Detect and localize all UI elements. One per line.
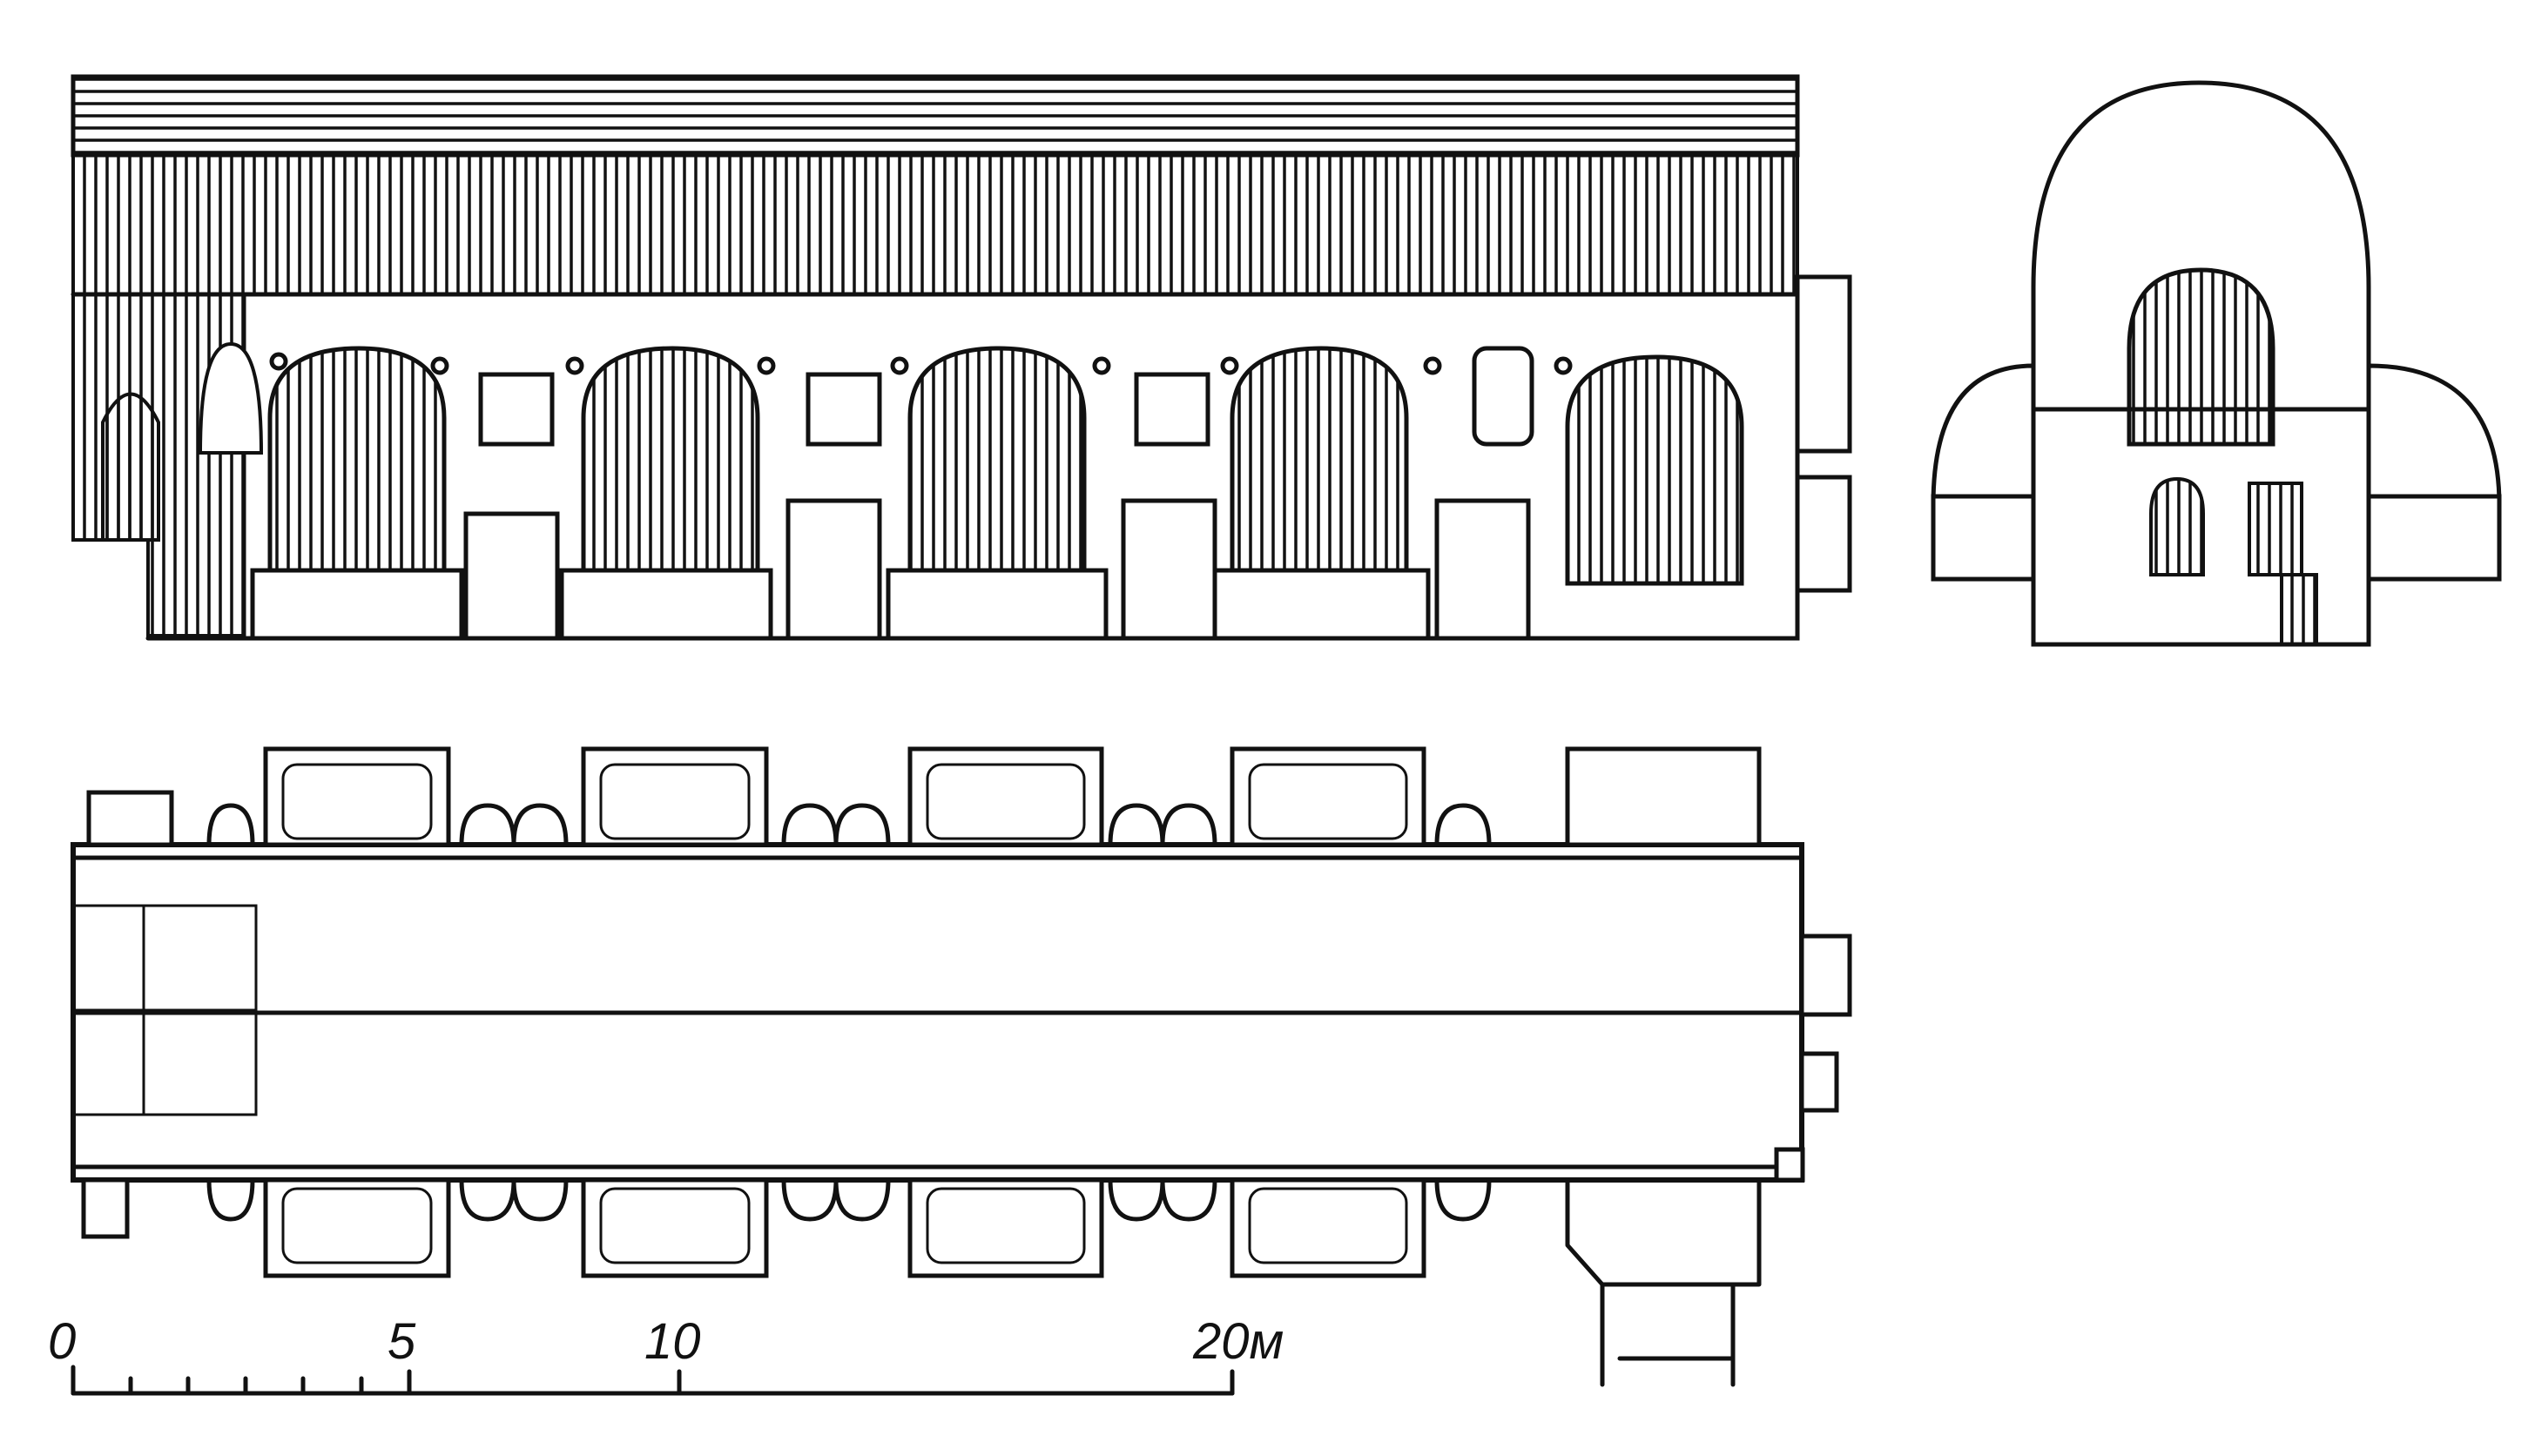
side-door-base [2280, 573, 2318, 646]
arch [581, 346, 760, 577]
scale-label-5: 5 [388, 1313, 416, 1370]
plan-chapels-top [263, 746, 1426, 847]
plan-niches [206, 803, 1492, 1222]
elevation-piers [250, 498, 1531, 641]
end-elevation [1931, 80, 2502, 647]
scale-label-20m: 20м [1192, 1313, 1284, 1370]
end-buttress-upper [1795, 274, 1852, 454]
side-dome-left [1931, 363, 2036, 508]
lower-arch [2149, 476, 2205, 576]
roof-band [71, 74, 1800, 158]
upper-wall-hatch [71, 153, 1799, 296]
side-elevation [71, 74, 1852, 641]
side-door [2248, 482, 2303, 576]
arch [1565, 354, 1744, 586]
plan-chapels-bottom [263, 1177, 1426, 1278]
end-arch [101, 392, 160, 542]
end-niche-ornament [198, 341, 264, 455]
arch [907, 346, 1087, 577]
plan [71, 746, 1852, 1387]
porch [1565, 1177, 1762, 1387]
arch [267, 346, 447, 577]
end-buttress-lower [1795, 475, 1852, 593]
scale-bar: 0 5 10 20м [48, 1313, 1284, 1396]
dome [2031, 80, 2371, 409]
scale-label-10: 10 [644, 1313, 701, 1370]
scale-label-0: 0 [48, 1313, 76, 1370]
wall-ornaments [269, 346, 1573, 447]
central-arch [2127, 267, 2275, 447]
arch [1230, 346, 1409, 577]
elevation-arches [267, 346, 1744, 586]
side-dome-right [2366, 363, 2502, 508]
